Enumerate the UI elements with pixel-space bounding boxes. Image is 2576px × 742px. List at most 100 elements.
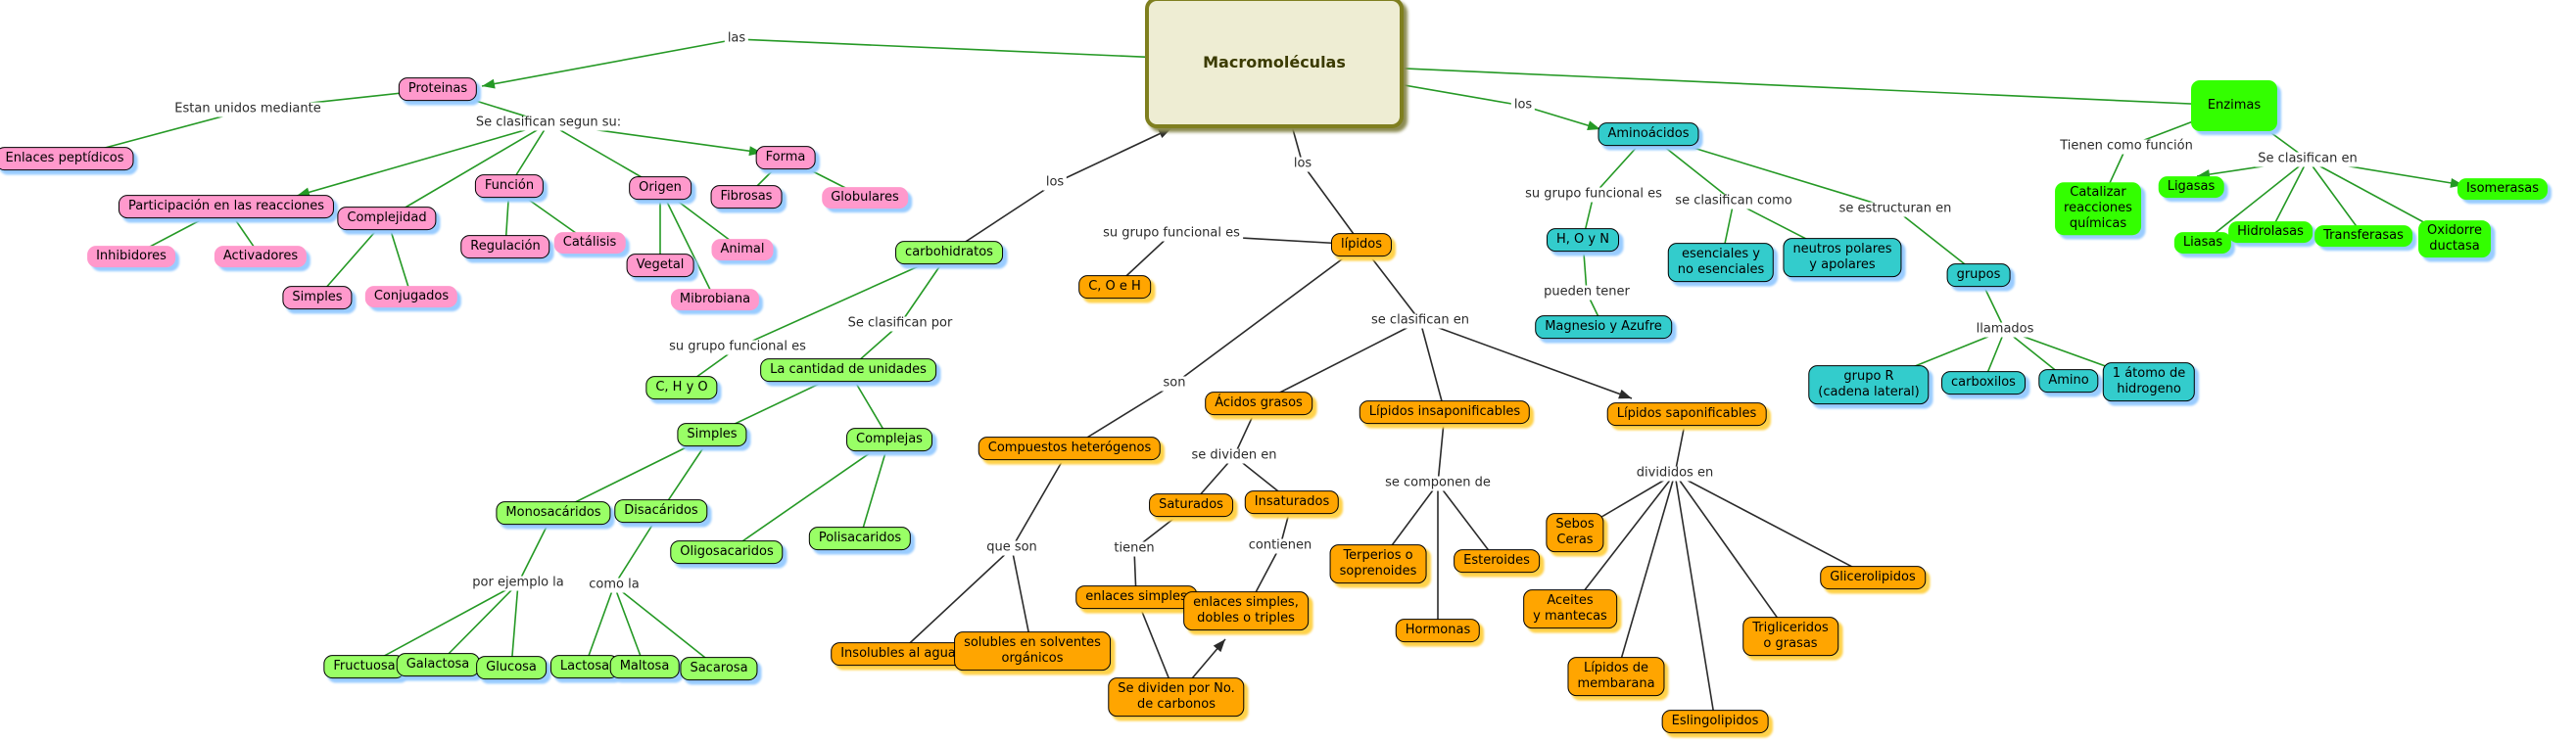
link-phrase-que_son[interactable]: que son xyxy=(983,540,1040,556)
node-vegetal[interactable]: Vegetal xyxy=(626,254,694,277)
node-activadores[interactable]: Activadores xyxy=(214,246,308,267)
link-phrase-los_lip[interactable]: los xyxy=(1290,157,1315,172)
link-phrase-tienen[interactable]: tienen xyxy=(1111,541,1158,557)
node-sebos_ceras[interactable]: Sebos Ceras xyxy=(1546,513,1604,552)
node-macromoleculas[interactable]: Macromoléculas xyxy=(1145,0,1404,128)
node-maltosa[interactable]: Maltosa xyxy=(609,655,680,678)
link-phrase-estan_unidos[interactable]: Estan unidos mediante xyxy=(171,102,324,117)
node-complejas[interactable]: Complejas xyxy=(846,428,932,451)
node-participacion[interactable]: Participación en las reacciones xyxy=(118,195,335,218)
node-se_dividen_no[interactable]: Se dividen por No. de carbonos xyxy=(1108,677,1245,717)
node-lactosa[interactable]: Lactosa xyxy=(549,655,620,678)
link-phrase-las[interactable]: las xyxy=(724,31,749,47)
node-glicerolipidos[interactable]: Glicerolipidos xyxy=(1820,566,1926,589)
node-complejidad[interactable]: Complejidad xyxy=(337,207,437,230)
node-polisacaridos[interactable]: Polisacaridos xyxy=(808,527,912,550)
node-lipidos_insaponificables[interactable]: Lípidos insaponificables xyxy=(1359,400,1531,424)
node-aminoacidos[interactable]: Aminoácidos xyxy=(1598,122,1699,146)
link-phrase-se_componen_de[interactable]: se componen de xyxy=(1382,476,1494,491)
node-inhibidores[interactable]: Inhibidores xyxy=(87,246,175,267)
link-phrase-se_clasifican_como[interactable]: se clasifican como xyxy=(1672,194,1795,209)
link-phrase-llamados[interactable]: llamados xyxy=(1973,322,2037,338)
node-eslingolipidos[interactable]: Eslingolipidos xyxy=(1661,710,1769,733)
node-funcion[interactable]: Función xyxy=(474,174,545,198)
node-grupos[interactable]: grupos xyxy=(1946,263,2011,287)
node-isomerasas[interactable]: Isomerasas xyxy=(2457,178,2549,200)
node-terperios[interactable]: Terperios o soprenoides xyxy=(1329,544,1427,583)
node-acidos_grasos[interactable]: Ácidos grasos xyxy=(1205,392,1312,415)
node-carbohidratos[interactable]: carbohidratos xyxy=(895,241,1003,264)
node-amino[interactable]: Amino xyxy=(2038,369,2099,393)
node-mibrobiana[interactable]: Mibrobiana xyxy=(670,289,760,310)
link-phrase-son[interactable]: son xyxy=(1160,376,1189,392)
link-phrase-se_clasifican_segun[interactable]: Se clasifican segun su: xyxy=(472,116,625,131)
link-phrase-se_clasifican_en_lip[interactable]: se clasifican en xyxy=(1368,313,1472,329)
node-solubles[interactable]: solubles en solventes orgánicos xyxy=(954,631,1111,671)
node-simples_pink[interactable]: Simples xyxy=(282,286,353,309)
node-oligosacaridos[interactable]: Oligosacaridos xyxy=(670,540,784,564)
link-phrase-por_ejemplo_la[interactable]: por ejemplo la xyxy=(469,576,567,591)
node-glucosa[interactable]: Glucosa xyxy=(476,656,547,679)
node-enlaces_sdt[interactable]: enlaces simples, dobles o triples xyxy=(1183,591,1309,630)
link-phrase-como_la[interactable]: como la xyxy=(586,578,643,593)
node-sacarosa[interactable]: Sacarosa xyxy=(680,657,758,680)
link-phrase-divididos_en[interactable]: divididos en xyxy=(1633,466,1717,482)
node-simples_green[interactable]: Simples xyxy=(677,423,747,446)
node-lipidos_saponificables[interactable]: Lípidos saponificables xyxy=(1606,402,1767,426)
node-la_cantidad[interactable]: La cantidad de unidades xyxy=(760,358,936,382)
node-h_o_y_n[interactable]: H, O y N xyxy=(1547,228,1619,252)
node-saturados[interactable]: Saturados xyxy=(1149,493,1233,517)
node-compuestos_heterogenos[interactable]: Compuestos heterógenos xyxy=(978,437,1162,460)
link-phrase-se_dividen_en[interactable]: se dividen en xyxy=(1188,448,1280,464)
node-magnesio[interactable]: Magnesio y Azufre xyxy=(1535,315,1672,339)
node-ligasas[interactable]: Ligasas xyxy=(2158,176,2224,198)
node-aceites[interactable]: Aceites y mantecas xyxy=(1523,589,1617,628)
node-regulacion[interactable]: Regulación xyxy=(460,235,550,258)
node-esteroides[interactable]: Esteroides xyxy=(1454,549,1540,573)
node-proteinas[interactable]: Proteinas xyxy=(398,77,478,101)
node-catalizar[interactable]: Catalizar reacciones químicas xyxy=(2055,182,2141,235)
node-galactosa[interactable]: Galactosa xyxy=(396,653,480,676)
node-neutros[interactable]: neutros polares y apolares xyxy=(1783,238,1902,277)
link-phrase-se_clasifican_por[interactable]: Se clasifican por xyxy=(844,316,956,332)
link-phrase-los_amino[interactable]: los xyxy=(1510,98,1536,114)
node-fructuosa[interactable]: Fructuosa xyxy=(323,655,405,678)
link-phrase-contienen[interactable]: contienen xyxy=(1245,538,1315,554)
node-forma[interactable]: Forma xyxy=(755,146,816,169)
node-transferasas[interactable]: Transferasas xyxy=(2314,225,2412,247)
link-phrase-tienen_funcion[interactable]: Tienen como función xyxy=(2057,139,2196,155)
node-fibrosas[interactable]: Fibrosas xyxy=(710,185,783,209)
node-animal[interactable]: Animal xyxy=(711,239,774,260)
node-oxidorreductasa[interactable]: Oxidorre ductasa xyxy=(2418,220,2491,257)
link-phrase-los_carb[interactable]: los xyxy=(1042,175,1068,191)
node-monosacaridos[interactable]: Monosacáridos xyxy=(496,501,611,525)
node-atomo_h[interactable]: 1 átomo de hidrogeno xyxy=(2102,362,2196,401)
node-c_o_e_h[interactable]: C, O e H xyxy=(1078,275,1151,299)
node-carboxilos[interactable]: carboxilos xyxy=(1941,371,2026,394)
link-phrase-se_estructuran[interactable]: se estructuran en xyxy=(1836,202,1955,217)
node-enlaces_peptidicos[interactable]: Enlaces peptídicos xyxy=(0,147,134,170)
link-phrase-su_grupo_amino[interactable]: su grupo funcional es xyxy=(1522,187,1665,203)
node-lipidos[interactable]: lípidos xyxy=(1330,233,1393,256)
node-globulares[interactable]: Globulares xyxy=(822,187,908,209)
node-esenciales[interactable]: esenciales y no esenciales xyxy=(1667,243,1775,282)
node-enzimas[interactable]: Enzimas xyxy=(2191,80,2277,131)
node-conjugados[interactable]: Conjugados xyxy=(364,286,458,307)
node-c_h_y_o[interactable]: C, H y O xyxy=(645,376,718,399)
link-phrase-su_grupo_lip[interactable]: su grupo funcional es xyxy=(1100,226,1243,242)
link-phrase-se_clasifican_en_enz[interactable]: Se clasifican en xyxy=(2255,152,2361,167)
node-trigliceridos[interactable]: Trigliceridos o grasas xyxy=(1742,617,1838,656)
node-catalisis[interactable]: Catálisis xyxy=(553,232,626,254)
node-disacaridos[interactable]: Disacáridos xyxy=(614,499,708,523)
node-enlaces_simples[interactable]: enlaces simples xyxy=(1075,585,1197,609)
node-hidrolasas[interactable]: Hidrolasas xyxy=(2228,221,2313,243)
node-liasas[interactable]: Liasas xyxy=(2173,232,2232,254)
link-phrase-pueden_tener[interactable]: pueden tener xyxy=(1541,285,1633,301)
node-lipidos_membarana[interactable]: Lípidos de membarana xyxy=(1567,657,1665,696)
node-insolubles[interactable]: Insolubles al agua xyxy=(831,642,966,666)
node-insaturados[interactable]: Insaturados xyxy=(1244,490,1340,514)
node-hormonas[interactable]: Hormonas xyxy=(1395,619,1481,642)
node-grupo_r[interactable]: grupo R (cadena lateral) xyxy=(1808,365,1930,404)
node-origen[interactable]: Origen xyxy=(629,176,692,200)
link-phrase-su_grupo_carb[interactable]: su grupo funcional es xyxy=(666,340,809,355)
